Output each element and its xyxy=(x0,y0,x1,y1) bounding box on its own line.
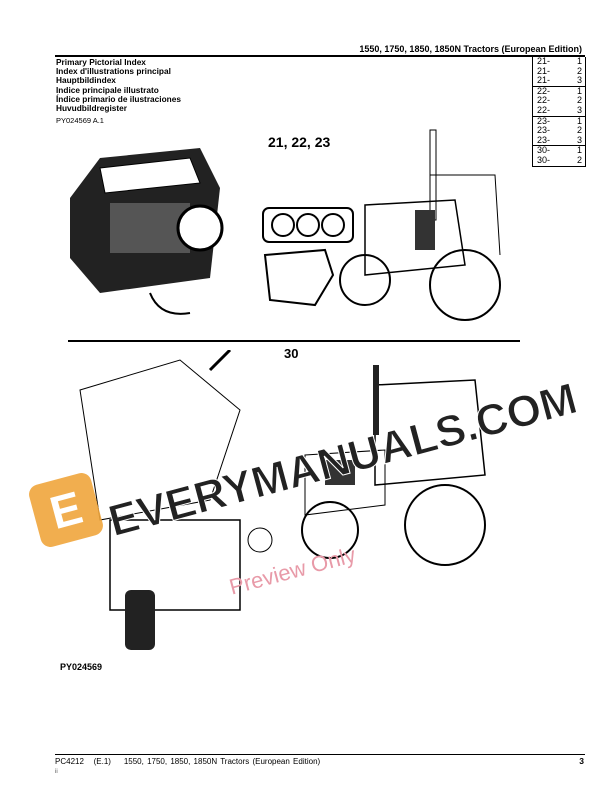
index-row[interactable]: 22- 2 xyxy=(533,96,585,106)
footer-doc: PC4212 xyxy=(55,757,84,766)
index-row[interactable]: 22- 3 xyxy=(533,104,585,116)
index-page: 2 xyxy=(576,95,582,106)
index-group: 30- xyxy=(537,145,551,156)
footer-title: 1550, 1750, 1850, 1850N Tractors (Europe… xyxy=(123,757,321,766)
footer-rule xyxy=(55,754,585,756)
index-group: 23- xyxy=(537,125,551,136)
index-group: 22- xyxy=(537,104,551,115)
index-row[interactable]: 23- 3 xyxy=(533,134,585,146)
index-page: 3 xyxy=(576,104,582,115)
index-group: 23- xyxy=(537,134,551,145)
index-row[interactable]: 23- 1 xyxy=(533,115,585,127)
index-group: 23- xyxy=(537,115,551,126)
index-page: 3 xyxy=(576,134,582,145)
header-rule xyxy=(55,55,585,57)
cab-tractor-illustration xyxy=(301,365,486,566)
watermark-logo-letter: E xyxy=(44,480,88,540)
index-row[interactable]: 22- 1 xyxy=(533,85,585,97)
index-title: Índice primario de ilustraciones xyxy=(56,93,181,104)
index-page: 1 xyxy=(576,85,582,96)
index-title: Indice principale illustrato xyxy=(56,84,159,95)
index-table: 21- 1 21- 2 21- 3 22- 1 22- 2 22- 3 23- 1 23- 2 23- 3 30- 1… xyxy=(532,56,586,167)
index-page: 2 xyxy=(576,125,582,136)
figure-reference: PY024569 A.1 xyxy=(56,116,104,125)
index-row[interactable]: 21- 1 xyxy=(533,56,585,67)
index-group: 22- xyxy=(537,95,551,106)
index-row[interactable]: 30- 2 xyxy=(533,154,585,166)
index-page: 3 xyxy=(576,75,582,86)
gasket-illustration xyxy=(262,207,354,307)
index-title: Huvudbildregister xyxy=(56,103,127,114)
index-group: 21- xyxy=(537,65,551,76)
index-group: 21- xyxy=(537,56,551,66)
index-group: 22- xyxy=(537,85,551,96)
figure-label-bottom: 30 xyxy=(284,346,299,361)
index-row[interactable]: 21- 2 xyxy=(533,65,585,77)
index-page: 2 xyxy=(576,154,582,165)
index-page: 1 xyxy=(576,115,582,126)
page-number: 3 xyxy=(579,756,584,766)
footer: PC4212 (E.1) 1550, 1750, 1850, 1850N Tra… xyxy=(55,757,320,766)
index-group: 30- xyxy=(537,154,551,165)
index-row[interactable]: 30- 1 xyxy=(533,146,585,156)
header-title: 1550, 1750, 1850, 1850N Tractors (Europe… xyxy=(359,44,582,54)
index-titles: Primary Pictorial Index Index d'illustra… xyxy=(56,57,181,114)
tractor-illustration xyxy=(339,129,501,321)
index-row[interactable]: 21- 3 xyxy=(533,76,585,86)
index-title: Hauptbildindex xyxy=(56,75,116,86)
index-title: Primary Pictorial Index xyxy=(56,57,146,67)
index-group: 21- xyxy=(537,75,551,86)
figure-label-top: 21, 22, 23 xyxy=(268,134,331,150)
index-page: 2 xyxy=(576,65,582,76)
index-group: 30- 1 30- 2 xyxy=(533,146,585,165)
footer-edition: (E.1) xyxy=(93,757,111,766)
footer-sub: ii xyxy=(55,769,58,775)
index-group: 22- 1 22- 2 22- 3 xyxy=(533,85,585,117)
engine-illustration xyxy=(70,148,224,315)
index-page: 1 xyxy=(576,145,582,156)
image-id: PY024569 xyxy=(60,662,103,672)
index-row[interactable]: 23- 2 xyxy=(533,126,585,136)
index-group: 21- 1 21- 2 21- 3 xyxy=(533,56,585,87)
index-group: 23- 1 23- 2 23- 3 xyxy=(533,115,585,147)
figure-separator xyxy=(68,340,520,342)
engine-parts-illustration xyxy=(79,350,273,650)
index-page: 1 xyxy=(576,56,582,66)
index-title: Index d'illustrations principal xyxy=(56,66,171,77)
